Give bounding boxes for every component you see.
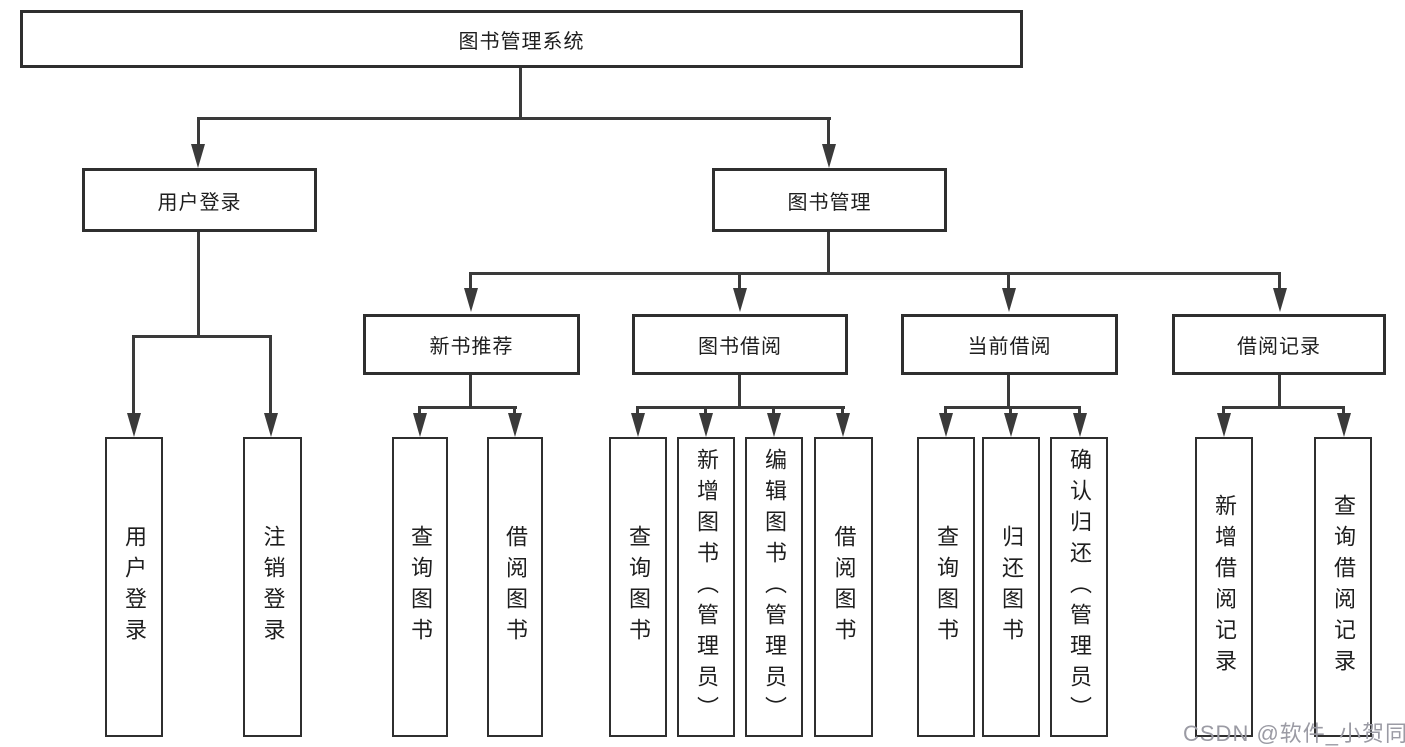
connector-userlogin-split [132, 335, 272, 338]
node-current-borrow: 当前借阅 [901, 314, 1118, 375]
node-new-book-rec: 新书推荐 [363, 314, 580, 375]
connector-shaft [944, 406, 947, 419]
connector-shaft [738, 272, 741, 294]
node-leaf-logout: 注销登录 [243, 437, 302, 737]
arrowhead-icon [836, 413, 850, 437]
node-leaf-br-query: 查询借阅记录 [1314, 437, 1372, 737]
arrowhead-icon [464, 288, 478, 312]
node-leaf-rec-borrow: 借阅图书 [487, 437, 543, 737]
connector-borrow-stem [738, 372, 741, 409]
arrowhead-icon [264, 413, 278, 437]
connector-root-stem [519, 66, 522, 120]
arrowhead-icon [1002, 288, 1016, 312]
arrowhead-icon [127, 413, 141, 437]
connector-records-split [1222, 406, 1345, 409]
connector-borrow-split [636, 406, 845, 409]
connector-shaft [1222, 406, 1225, 419]
connector-shaft [827, 117, 830, 150]
node-leaf-bb-query: 查询图书 [609, 437, 667, 737]
connector-shaft [197, 117, 200, 150]
node-leaf-br-add: 新增借阅记录 [1195, 437, 1253, 737]
connector-shaft [1009, 406, 1012, 419]
connector-userlogin-stem [197, 230, 200, 338]
node-book-borrow: 图书借阅 [632, 314, 848, 375]
connector-rec-stem [469, 372, 472, 409]
arrowhead-icon [822, 144, 836, 168]
connector-shaft [418, 406, 421, 419]
arrowhead-icon [413, 413, 427, 437]
arrowhead-icon [733, 288, 747, 312]
connector-shaft [1007, 272, 1010, 294]
arrowhead-icon [631, 413, 645, 437]
connector-shaft [704, 406, 707, 419]
connector-root-split [197, 117, 831, 120]
connector-shaft [841, 406, 844, 419]
connector-shaft [1342, 406, 1345, 419]
node-leaf-login: 用户登录 [105, 437, 163, 737]
arrowhead-icon [1337, 413, 1351, 437]
connector-rec-split [418, 406, 517, 409]
connector-shaft [132, 335, 135, 419]
arrowhead-icon [1004, 413, 1018, 437]
arrowhead-icon [1273, 288, 1287, 312]
arrowhead-icon [508, 413, 522, 437]
arrowhead-icon [767, 413, 781, 437]
connector-shaft [636, 406, 639, 419]
connector-bookmgmt-split [469, 272, 1281, 275]
arrowhead-icon [699, 413, 713, 437]
connector-bookmgmt-stem [827, 230, 830, 275]
connector-records-stem [1278, 372, 1281, 409]
node-user-login: 用户登录 [82, 168, 317, 232]
node-borrow-records: 借阅记录 [1172, 314, 1386, 375]
arrowhead-icon [1073, 413, 1087, 437]
arrowhead-icon [191, 144, 205, 168]
node-leaf-rec-query: 查询图书 [392, 437, 448, 737]
connector-shaft [269, 335, 272, 419]
node-root: 图书管理系统 [20, 10, 1023, 68]
connector-shaft [772, 406, 775, 419]
node-leaf-cb-query: 查询图书 [917, 437, 975, 737]
node-leaf-cb-confirm: 确认归还（管理员） [1050, 437, 1108, 737]
connector-current-stem [1007, 372, 1010, 409]
connector-shaft [1078, 406, 1081, 419]
node-leaf-cb-return: 归还图书 [982, 437, 1040, 737]
node-leaf-bb-edit: 编辑图书（管理员） [745, 437, 803, 737]
node-book-mgmt: 图书管理 [712, 168, 947, 232]
node-leaf-bb-add: 新增图书（管理员） [677, 437, 735, 737]
connector-shaft [513, 406, 516, 419]
watermark-text: CSDN @软件_小贺同学 [1183, 721, 1405, 746]
arrowhead-icon [939, 413, 953, 437]
connector-current-split [944, 406, 1081, 409]
node-leaf-bb-borrow: 借阅图书 [814, 437, 873, 737]
connector-shaft [1278, 272, 1281, 294]
arrowhead-icon [1217, 413, 1231, 437]
connector-shaft [469, 272, 472, 294]
